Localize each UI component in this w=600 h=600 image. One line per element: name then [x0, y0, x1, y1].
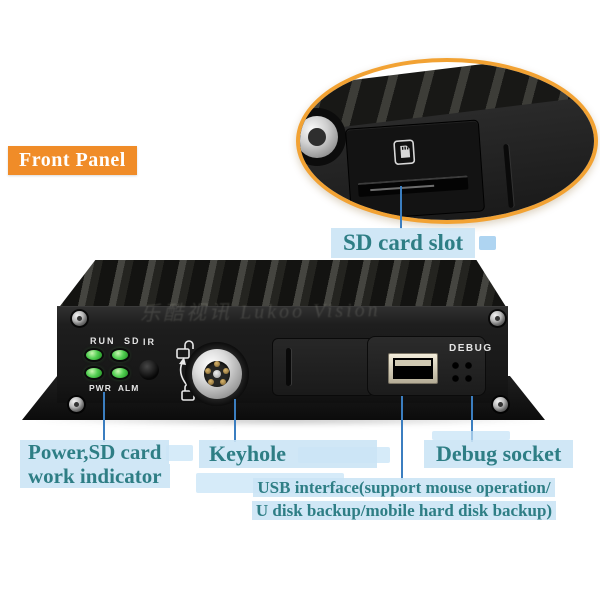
sd-card-slot-label: SD card slot [331, 228, 476, 258]
callout-line-sd-slot [400, 186, 402, 229]
callout-line-usb [401, 396, 403, 480]
usb-label-line2: U disk backup/mobile hard disk backup) [251, 501, 557, 520]
usb-port [388, 353, 438, 384]
led-top-labels: RUN SD [90, 336, 141, 346]
padlock-open-icon [176, 340, 194, 359]
cover-slot [286, 348, 291, 386]
usb-port-inner [393, 358, 433, 379]
heatsink-fins [57, 260, 508, 310]
sd-card-icon [393, 139, 416, 165]
callout-line-debug [471, 396, 473, 442]
sd-slot-magnifier-circle [296, 58, 598, 224]
keyhole-pin [214, 361, 220, 367]
debug-label: DEBUG [449, 343, 493, 354]
power-label-line2: work indicator [20, 464, 170, 488]
rotate-arrow-icon [179, 357, 187, 385]
led-sd [112, 350, 128, 360]
keyhole-pin [208, 379, 214, 385]
slot-highlight [370, 184, 435, 192]
sd-slot-panel [344, 119, 486, 220]
keyhole-pin [220, 379, 226, 385]
usb-label-line1: USB interface(support mouse operation/ [253, 478, 555, 497]
usb-tongue [395, 360, 431, 366]
highlight-smudge [432, 431, 510, 440]
screw-icon [72, 311, 87, 326]
debug-pin [452, 375, 459, 382]
debug-pin-socket [452, 362, 472, 382]
debug-pin [465, 362, 472, 369]
led-pwr [86, 368, 102, 378]
sd-card-slot-opening [357, 175, 469, 197]
screw-icon [490, 311, 505, 326]
highlight-smudge [479, 236, 496, 250]
led-run [86, 350, 102, 360]
callout-line-keyhole [234, 399, 236, 442]
led-bottom-labels: PWR ALM [89, 383, 140, 393]
ir-receiver [139, 360, 159, 380]
removable-cover-panel [272, 338, 374, 396]
led-alm [112, 368, 128, 378]
screw-icon [493, 397, 508, 412]
led-indicator-grid [86, 350, 132, 378]
dvr-device-front-panel: RUN SD PWR ALM IR [20, 258, 547, 422]
debug-pin [452, 362, 459, 369]
ir-label: IR [143, 337, 156, 347]
keyhole-closeup-core [308, 128, 326, 146]
keyhole-pin [223, 368, 229, 374]
debug-pin [465, 375, 472, 382]
power-indicator-label: Power,SD card work indicator [20, 440, 170, 488]
usb-interface-label: USB interface(support mouse operation/ U… [248, 476, 560, 522]
keyhole-core [204, 361, 230, 387]
front-panel-badge: Front Panel [8, 146, 137, 175]
keyhole-label: Keyhole [199, 440, 377, 468]
debug-socket-label: Debug socket [424, 440, 574, 468]
highlight-smudge [166, 445, 193, 461]
callout-line-leds [103, 392, 105, 442]
keyhole-center [213, 370, 221, 378]
power-label-line1: Power,SD card [20, 440, 170, 464]
screw-icon [69, 397, 84, 412]
keyhole-pin [204, 368, 211, 374]
